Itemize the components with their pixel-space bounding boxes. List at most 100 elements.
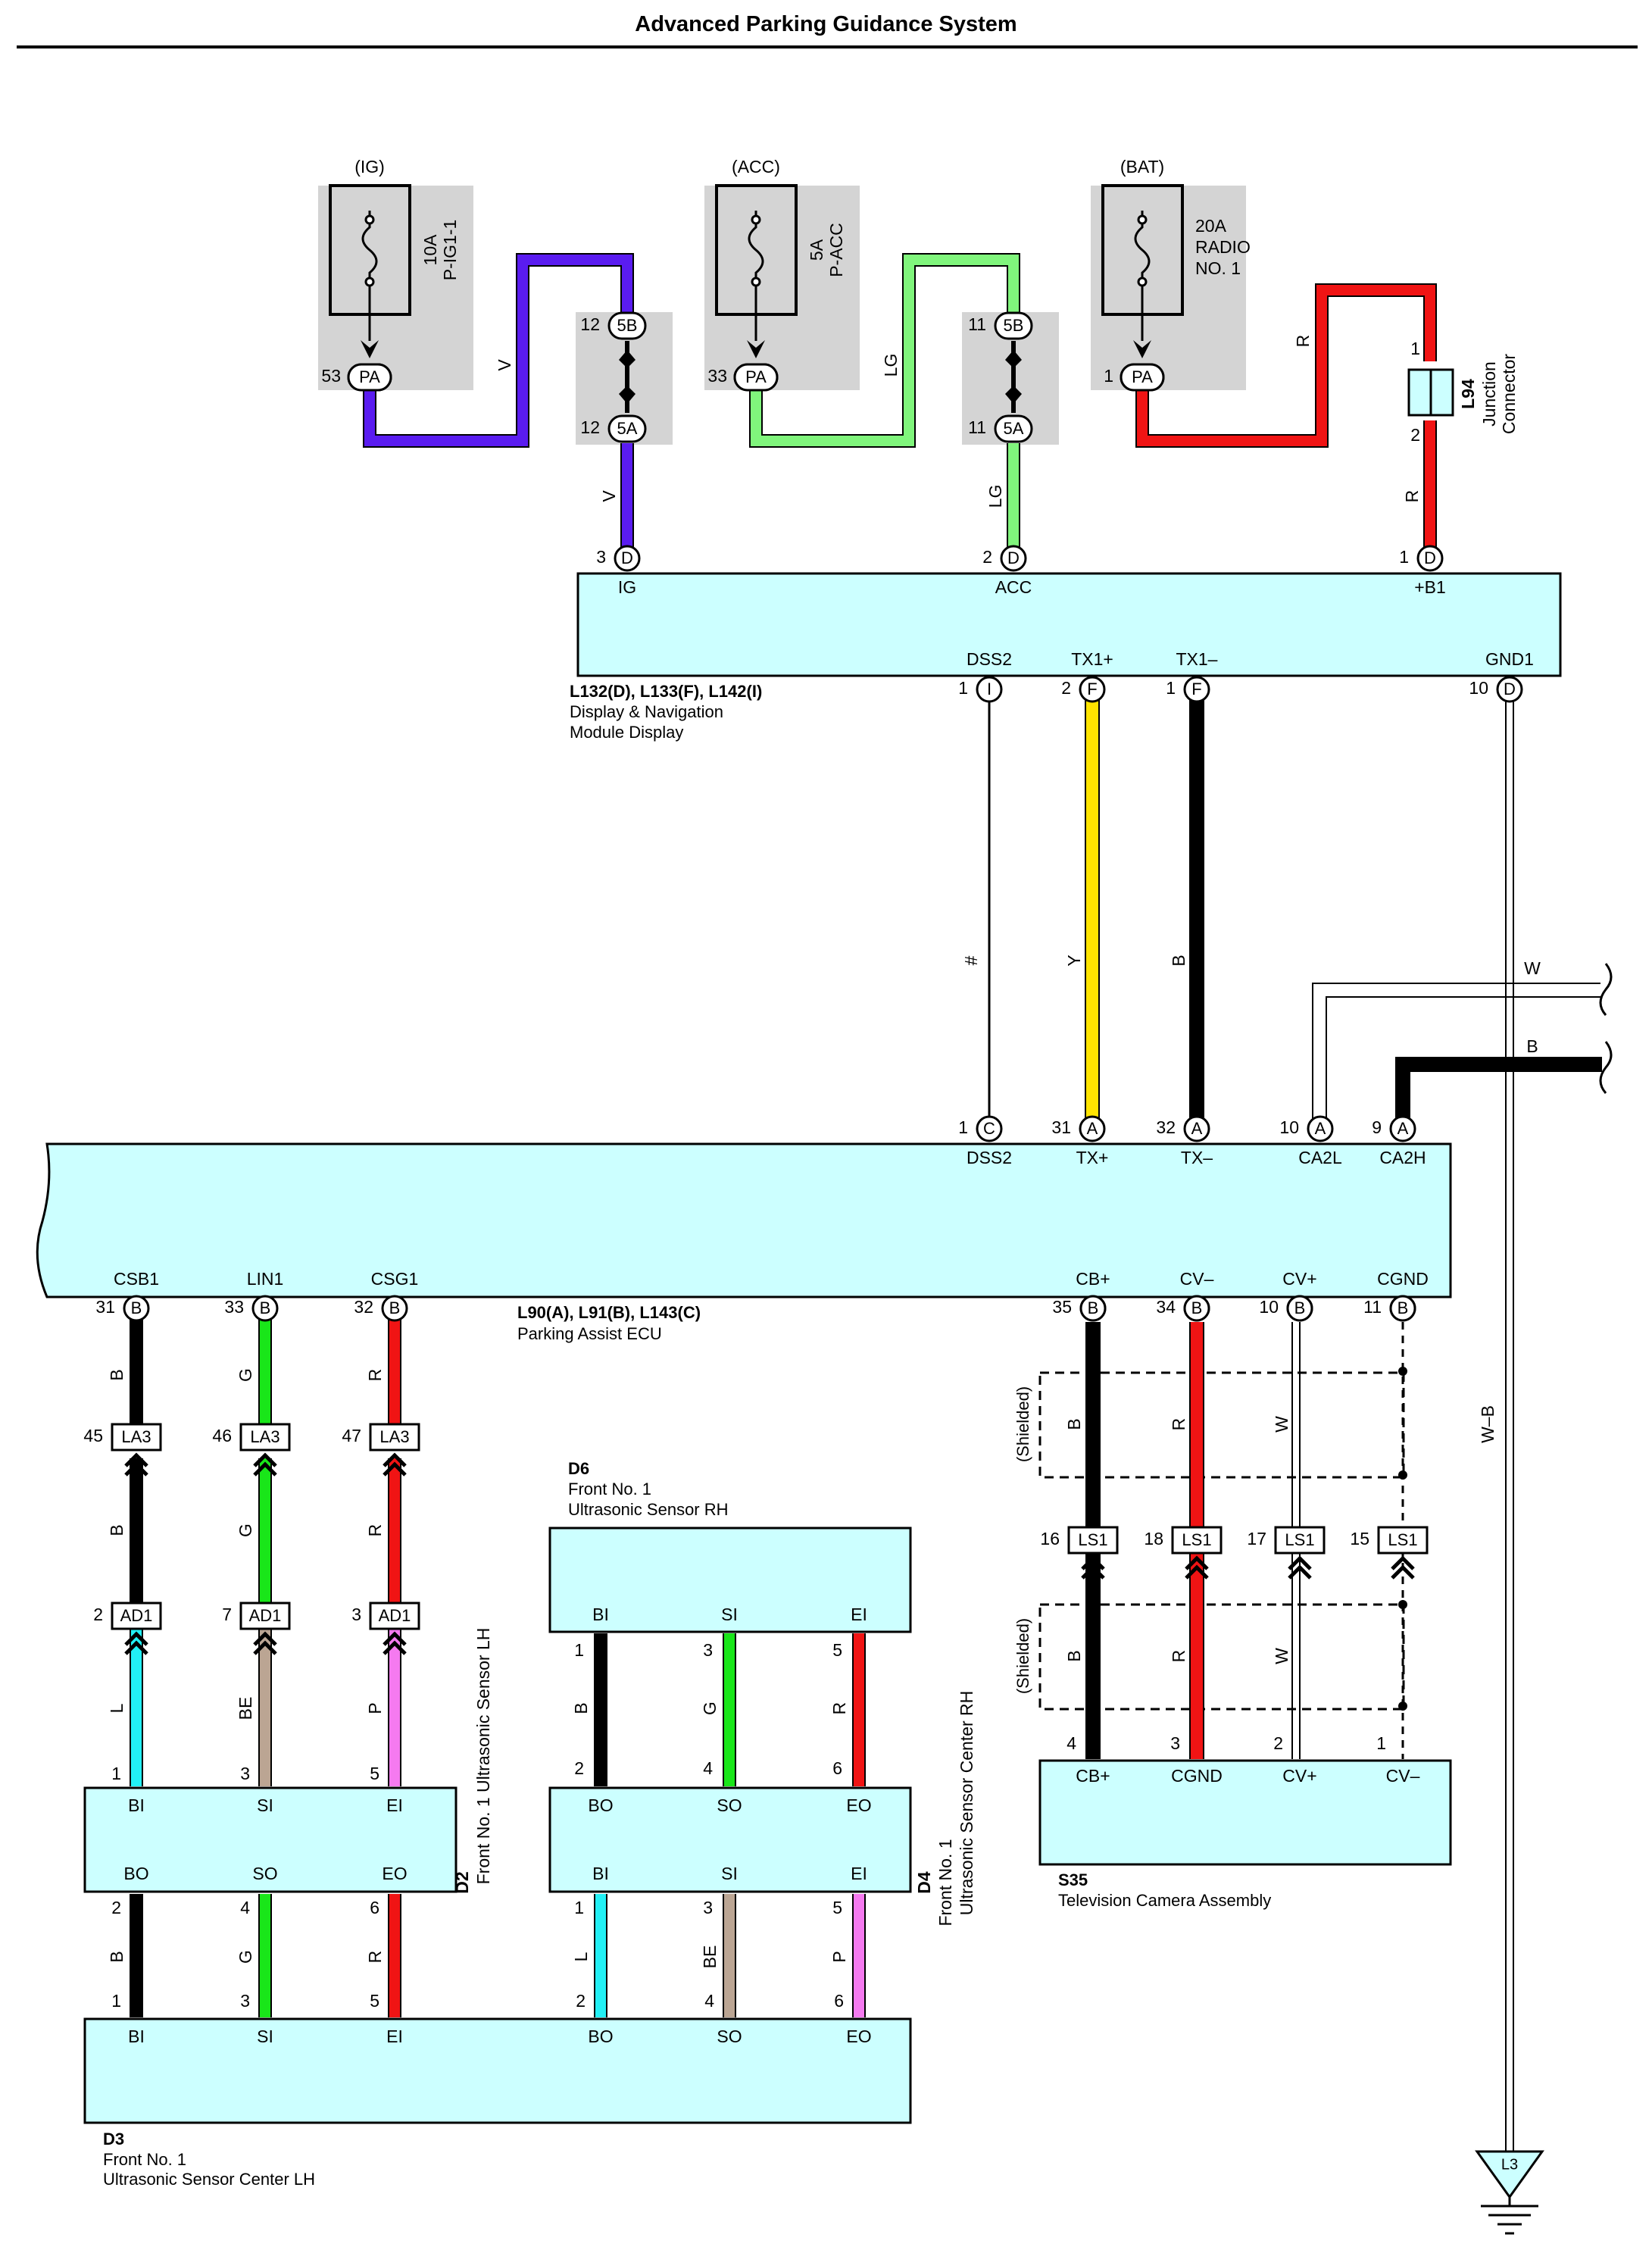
ecu-bottom-pin-top-3-terminal [1079, 1295, 1107, 1322]
ecu-bottom-pin-label-5: CV+ [1282, 1269, 1316, 1289]
d3-label-0: BI [128, 2027, 145, 2046]
ecu-bottom-pin-num-2: 32 [354, 1297, 373, 1317]
fuse-name2-2: NO. 1 [1195, 258, 1241, 278]
ecu-bottom-pin-label-3: CB+ [1076, 1269, 1110, 1289]
cam-wire-label-r2: R [1169, 1650, 1188, 1663]
d2-top-num-0: 1 [111, 1764, 121, 1783]
d3-pin-num-5: 6 [834, 1991, 844, 2011]
camera-pin-num-1: 3 [1170, 1733, 1180, 1753]
wire-label-ca2h: B [1526, 1036, 1538, 1056]
wire-left-middle-label-0: B [107, 1524, 126, 1536]
wire-label-ig-v2: V [599, 490, 619, 502]
display-bottom-pin-1-terminal [1079, 676, 1106, 703]
ecu-top-pin-label-3: CA2L [1298, 1148, 1342, 1167]
wire-ca2h [1397, 1058, 1602, 1129]
jb-bot-0-oval [607, 414, 647, 443]
fuse-symbol-0 [361, 211, 378, 286]
d6-pin-top-1: 3 [703, 1640, 713, 1660]
d4-bottom-label-0: BI [592, 1864, 609, 1883]
jc-name: Junction [1479, 361, 1499, 427]
wire-left-middle-label-1: G [236, 1523, 255, 1537]
ecu-top-pin-0-letter: C [983, 1119, 995, 1138]
camera-pin-num-2: 2 [1273, 1733, 1283, 1753]
display-module-body [576, 572, 1562, 677]
ecu-bottom-pin-top-4-terminal [1183, 1295, 1210, 1322]
ls1-3-chev1 [1391, 1555, 1415, 1570]
ecu-bottom-pin-2-terminal [381, 1295, 408, 1322]
display-bottom-pin-0-terminal [976, 676, 1003, 703]
jb-bot-1-oval-label: 5A [1004, 419, 1024, 438]
ecu-bottom-pin-num-3: 35 [1052, 1297, 1072, 1317]
wire-left-lower-label-2: P [365, 1702, 385, 1714]
d2-top-label-0: BI [128, 1795, 145, 1815]
ls1-pin-2: 17 [1247, 1529, 1266, 1548]
wire-d6-d4-label-1: G [700, 1702, 720, 1715]
fuse-name-0: P-IG1-1 [440, 220, 460, 281]
d2-bottom-num-2: 6 [370, 1898, 379, 1917]
display-module-name2: Module Display [570, 723, 683, 742]
d6-id: D6 [568, 1459, 589, 1478]
display-bottom-pin-3-terminal [1496, 676, 1523, 703]
camera-name: Television Camera Assembly [1058, 1891, 1271, 1910]
fuse-conn-top-2-oval [1120, 363, 1165, 392]
d3-label-3: BO [588, 2027, 613, 2046]
wire-ca2l-outer [1312, 983, 1600, 1129]
ls1-2-chev1 [1288, 1555, 1312, 1570]
ecu-bottom-pin-top-4-letter: B [1191, 1298, 1203, 1317]
ecu-top-pin-label-1: TX+ [1076, 1148, 1109, 1167]
shield-node-3 [1398, 1702, 1407, 1711]
display-bottom-pin-label-2: TX1– [1176, 649, 1218, 669]
ecu-bottom-pin-num-1: 33 [224, 1297, 244, 1317]
ls1-0-chev2 [1081, 1564, 1105, 1580]
d2-name: Front No. 1 Ultrasonic Sensor LH [473, 1628, 493, 1885]
camera-pin-label-3: CV– [1386, 1766, 1420, 1786]
wire-left-upper-label-2: R [365, 1369, 385, 1382]
ls1-pin-1: 18 [1144, 1529, 1163, 1548]
ecu-top-pin-num-1: 31 [1051, 1117, 1071, 1137]
ls1-3-box [1377, 1526, 1429, 1555]
ecu-bottom-pin-1-letter: B [260, 1298, 271, 1317]
ecu-top-pin-label-0: DSS2 [967, 1148, 1012, 1167]
d6-body [548, 1527, 912, 1633]
fuse-rating-2: 20A [1195, 216, 1227, 236]
display-top-pin-num-1: 2 [982, 547, 992, 567]
display-top-pin-2-terminal [1416, 545, 1444, 572]
ls1-2-box [1274, 1526, 1326, 1555]
fuse-conn-top-1-oval-label: PA [745, 367, 767, 386]
jb-arrow-up-1 [1005, 350, 1022, 368]
d2-bottom-num-0: 2 [111, 1898, 121, 1917]
page-title: Advanced Parking Guidance System [635, 12, 1017, 36]
d4-bottom-num-1: 3 [703, 1898, 713, 1917]
la3-2-box-label: LA3 [379, 1427, 409, 1446]
d6-name1: Front No. 1 [568, 1480, 651, 1498]
ecu-bottom-pin-top-5-terminal [1286, 1295, 1313, 1322]
jb-arrow-dn-0 [619, 386, 636, 404]
wire-left-middle-label-2: R [365, 1524, 385, 1537]
ls1-pin-0: 16 [1040, 1529, 1060, 1548]
display-top-pin-label-2: +B1 [1414, 577, 1446, 597]
display-top-pin-1-letter: D [1007, 548, 1020, 567]
ecu-bottom-pin-label-2: CSG1 [371, 1269, 419, 1289]
d4-name2: Ultrasonic Sensor Center RH [957, 1691, 976, 1916]
fuse-block-0 [318, 186, 473, 390]
ad1-pin-0: 2 [93, 1605, 103, 1624]
la3-2-chev2 [383, 1461, 407, 1477]
la3-1-box-label: LA3 [250, 1427, 279, 1446]
jb-top-0-oval [607, 311, 647, 340]
d2-top-label-2: EI [386, 1795, 403, 1815]
d2-bottom-label-2: EO [382, 1864, 407, 1883]
jc-id: L94 [1458, 379, 1478, 409]
display-bottom-pin-num-2: 1 [1166, 678, 1176, 698]
fuse-1-arrow [747, 340, 765, 358]
wire-left-upper-label-1: G [236, 1368, 255, 1382]
d2-id: D2 [452, 1871, 472, 1893]
display-top-pin-num-2: 1 [1399, 547, 1409, 567]
d4-top-label-2: EO [846, 1795, 871, 1815]
fuse-dot-top-2 [1137, 214, 1148, 225]
ecu-top-pin-1-letter: A [1087, 1119, 1098, 1138]
ad1-0-chev2 [124, 1640, 148, 1655]
ca2l-break [1599, 963, 1613, 1016]
ls1-3-chev2 [1391, 1564, 1415, 1580]
wire-d2-d3-label-2: R [365, 1951, 385, 1964]
